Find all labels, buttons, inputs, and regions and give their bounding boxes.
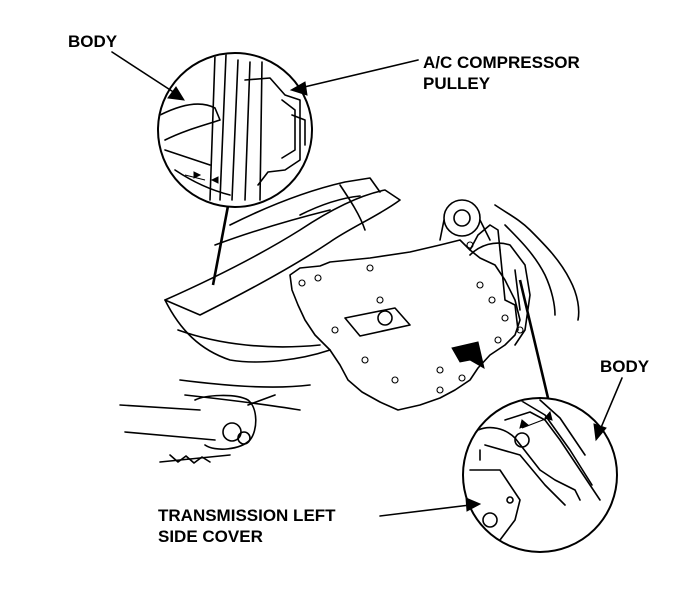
label-body-right: BODY: [600, 356, 649, 377]
detail-circle-top: [157, 52, 313, 286]
label-ac-line2: PULLEY: [423, 74, 491, 93]
label-ac-line1: A/C COMPRESSOR: [423, 53, 580, 72]
label-trans-line2: SIDE COVER: [158, 527, 263, 546]
label-arrows: [111, 51, 623, 517]
label-body-right-text: BODY: [600, 357, 650, 376]
label-body-top-text: BODY: [68, 32, 118, 51]
label-body-top: BODY: [68, 31, 117, 52]
label-ac-compressor-pulley: A/C COMPRESSOR PULLEY: [423, 52, 580, 94]
engine-assembly: [119, 177, 580, 464]
label-trans-line1: TRANSMISSION LEFT: [158, 506, 336, 525]
label-transmission-left-side-cover: TRANSMISSION LEFT SIDE COVER: [158, 505, 336, 547]
detail-circle-bottom: [462, 279, 618, 553]
